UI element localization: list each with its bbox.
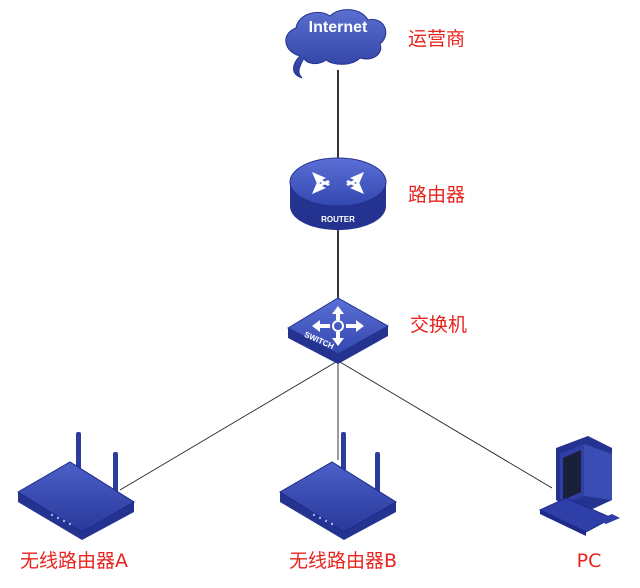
link-switch-wireless-a [119, 361, 337, 491]
label-wireless-router-b: 无线路由器B [288, 550, 398, 572]
wireless-router-a-icon [17, 432, 135, 540]
links [119, 70, 553, 491]
link-switch-pc [339, 361, 553, 489]
internet-cloud-label: Internet [308, 19, 368, 36]
label-pc: PC [576, 550, 602, 572]
wireless-router-b-icon [279, 432, 397, 540]
internet-cloud-icon [285, 9, 387, 79]
pc-icon [538, 436, 620, 536]
label-switch: 交换机 [410, 314, 468, 336]
switch-icon [286, 297, 390, 364]
label-wireless-router-a: 无线路由器A [20, 550, 128, 572]
router-icon [289, 157, 387, 230]
router-device-text: ROUTER [321, 215, 355, 224]
label-router: 路由器 [408, 184, 466, 206]
label-isp: 运营商 [408, 28, 466, 50]
